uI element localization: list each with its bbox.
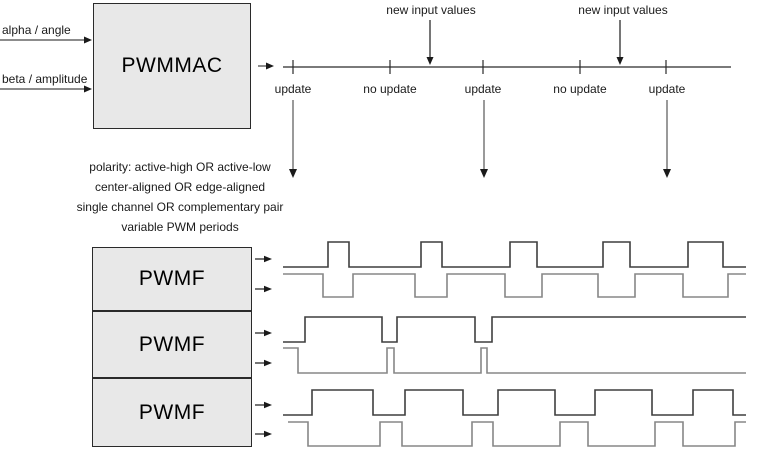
pwmf1-output-arrowhead-top-icon: [264, 255, 272, 263]
pwmf-label-2: PWMF: [138, 332, 206, 356]
update-arrowhead-3-icon: [663, 169, 671, 178]
pwmf-block-1: PWMF: [92, 247, 252, 311]
pwm-waveforms: [283, 241, 746, 447]
pwmf3-waveform-bottom: [288, 421, 746, 447]
pwmf-label-3: PWMF: [138, 400, 206, 424]
feature-alignment: center-aligned OR edge-aligned: [94, 180, 266, 194]
pwmf3-output-arrowhead-bottom-icon: [264, 430, 272, 438]
pwmmac-output-arrowhead-icon: [266, 62, 274, 70]
update-arrowhead-1-icon: [289, 169, 297, 178]
pwmf1-waveform-bottom: [283, 273, 746, 298]
beta-input-arrowhead-icon: [84, 85, 92, 93]
pwmf3-waveform-top: [283, 389, 746, 416]
feature-channel-mode: single channel OR complementary pair: [76, 200, 284, 214]
pwmmac-block: PWMMAC: [93, 3, 251, 129]
no-update-label-1: no update: [363, 82, 417, 96]
pwmf-block-3: PWMF: [92, 378, 252, 447]
pwmf-label-1: PWMF: [138, 267, 206, 290]
pwmf3-output-arrowhead-top-icon: [264, 401, 272, 409]
pwmf2-waveform-top: [283, 316, 746, 343]
alpha-input-arrowhead-icon: [84, 36, 92, 44]
update-label-1: update: [274, 82, 312, 96]
feature-polarity: polarity: active-high OR active-low: [89, 160, 271, 174]
no-update-label-2: no update: [553, 82, 607, 96]
pwmf2-output-arrowhead-top-icon: [264, 329, 272, 337]
new-input-arrowhead-2-icon: [616, 57, 624, 65]
new-input-values-label-1: new input values: [386, 3, 476, 17]
pwmf1-waveform-top: [283, 241, 746, 268]
beta-input-label: beta / amplitude: [2, 72, 88, 86]
new-input-arrowhead-1-icon: [426, 57, 434, 65]
feature-variable-periods: variable PWM periods: [121, 220, 239, 234]
pwmmac-label: PWMMAC: [121, 54, 223, 77]
pwmf-output-arrows: [255, 255, 272, 438]
update-label-2: update: [464, 82, 502, 96]
new-input-values-label-2: new input values: [578, 3, 668, 17]
update-arrowhead-2-icon: [480, 169, 488, 178]
pwmf1-output-arrowhead-bottom-icon: [264, 285, 272, 293]
alpha-input-label: alpha / angle: [2, 23, 71, 37]
pwmf2-output-arrowhead-bottom-icon: [264, 359, 272, 367]
update-label-3: update: [648, 82, 686, 96]
pwm-feature-list: polarity: active-high OR active-low cent…: [10, 157, 350, 237]
pwmf-block-2: PWMF: [92, 311, 252, 378]
pwmf2-waveform-bottom: [283, 347, 746, 374]
